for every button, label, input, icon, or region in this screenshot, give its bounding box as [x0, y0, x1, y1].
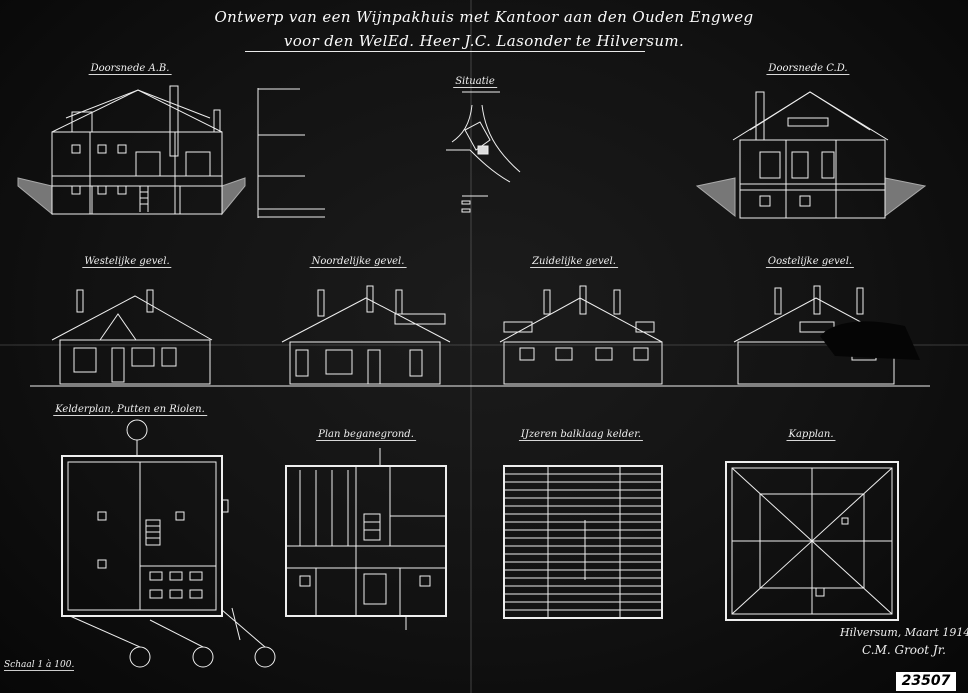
- roof-plan-drawing: [725, 461, 899, 621]
- signature-place-date: Hilversum, Maart 1914: [840, 626, 968, 639]
- signature-architect: C.M. Groot Jr.: [862, 643, 946, 657]
- drawing-subtitle: voor den WelEd. Heer J.C. Lasonder te Hi…: [283, 32, 685, 50]
- situatie-map: [446, 91, 521, 213]
- title-underline: [245, 51, 645, 52]
- level-markers: [257, 88, 325, 218]
- fold-line-vertical: [470, 0, 472, 693]
- section-ab-drawing: [17, 85, 246, 216]
- label-south-elevation: Zuidelijke gevel.: [530, 256, 618, 268]
- label-section-ab: Doorsnede A.B.: [88, 63, 172, 75]
- fold-line-horizontal: [0, 344, 968, 346]
- scale-label: Schaal 1 à 100.: [4, 660, 75, 671]
- label-east-elevation: Oostelijke gevel.: [765, 256, 855, 268]
- north-elevation: [281, 285, 451, 385]
- west-elevation: [51, 289, 213, 385]
- cellar-plan-drawing: [61, 419, 276, 668]
- label-section-cd: Doorsnede C.D.: [766, 63, 850, 75]
- label-north-elevation: Noordelijke gevel.: [309, 256, 407, 268]
- drawing-title: Ontwerp van een Wijnpakhuis met Kantoor …: [214, 8, 754, 26]
- south-elevation: [499, 285, 663, 385]
- label-roof-plan: Kapplan.: [786, 429, 836, 441]
- archive-number-stamp: 23507: [896, 672, 956, 691]
- label-ground-floor-plan: Plan beganegrond.: [316, 429, 416, 441]
- east-elevation: [733, 285, 920, 385]
- label-cellar-plan: Kelderplan, Putten en Riolen.: [53, 404, 207, 416]
- label-west-elevation: Westelijke gevel.: [82, 256, 172, 268]
- section-cd-drawing: [695, 91, 927, 219]
- label-iron-beam-layout: IJzeren balklaag kelder.: [518, 429, 644, 441]
- iron-beam-layout-drawing: [503, 465, 663, 619]
- ground-floor-plan-drawing: [285, 448, 447, 630]
- label-situatie: Situatie: [453, 76, 497, 88]
